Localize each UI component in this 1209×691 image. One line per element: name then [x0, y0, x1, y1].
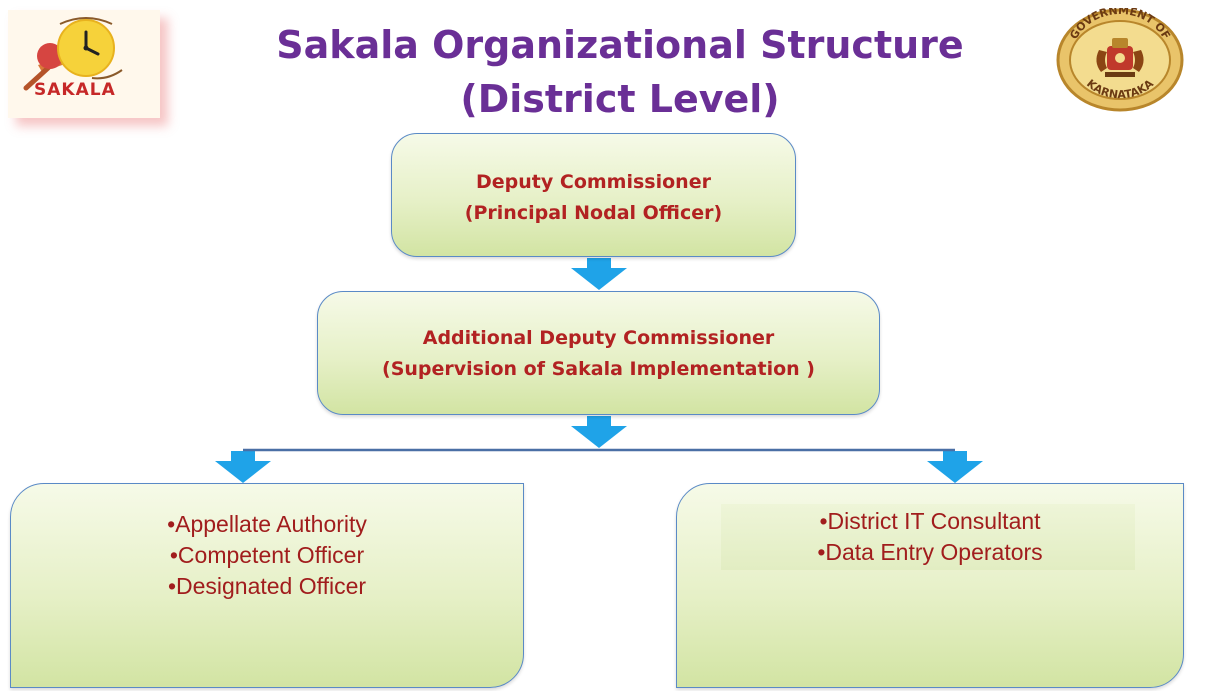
additional-deputy-commissioner-title: Additional Deputy Commissioner [422, 327, 775, 349]
list-item: •Competent Officer [169, 542, 365, 568]
clock-scale-icon [23, 17, 123, 91]
deputy-commissioner-title: Deputy Commissioner [476, 171, 711, 193]
list-item: •District IT Consultant [819, 508, 1041, 534]
deputy-commissioner-box: Deputy Commissioner (Principal Nodal Off… [391, 133, 796, 257]
page-title: Sakala Organizational Structure (Distric… [250, 18, 990, 126]
additional-deputy-commissioner-label: Additional Deputy Commissioner (Supervis… [318, 323, 879, 385]
sakala-logo-word: SAKALA [34, 80, 116, 100]
additional-deputy-commissioner-role: (Supervision of Sakala Implementation ) [382, 358, 815, 380]
down-arrow-icon [215, 451, 271, 483]
officers-list: •Appellate Authority •Competent Officer … [11, 509, 523, 602]
sakala-logo: SAKALA [8, 10, 160, 118]
deputy-commissioner-label: Deputy Commissioner (Principal Nodal Off… [392, 167, 795, 229]
emblem-icon [1096, 38, 1144, 77]
down-arrow-icon [571, 258, 627, 290]
it-staff-list: •District IT Consultant •Data Entry Oper… [677, 506, 1183, 568]
down-arrow-icon [571, 416, 627, 448]
list-item: •Designated Officer [167, 573, 367, 599]
deputy-commissioner-role: (Principal Nodal Officer) [464, 202, 723, 224]
it-staff-box: •District IT Consultant •Data Entry Oper… [676, 483, 1184, 688]
title-line-1: Sakala Organizational Structure [276, 23, 964, 67]
officers-box: •Appellate Authority •Competent Officer … [10, 483, 524, 688]
list-item: •Data Entry Operators [817, 539, 1043, 565]
additional-deputy-commissioner-box: Additional Deputy Commissioner (Supervis… [317, 291, 880, 415]
government-seal: GOVERNMENT OF KARNATAKA [1056, 8, 1184, 112]
list-item: •Appellate Authority [167, 511, 367, 537]
down-arrow-icon [927, 451, 983, 483]
it-staff-highlight [721, 504, 1135, 570]
title-line-2: (District Level) [460, 77, 780, 121]
